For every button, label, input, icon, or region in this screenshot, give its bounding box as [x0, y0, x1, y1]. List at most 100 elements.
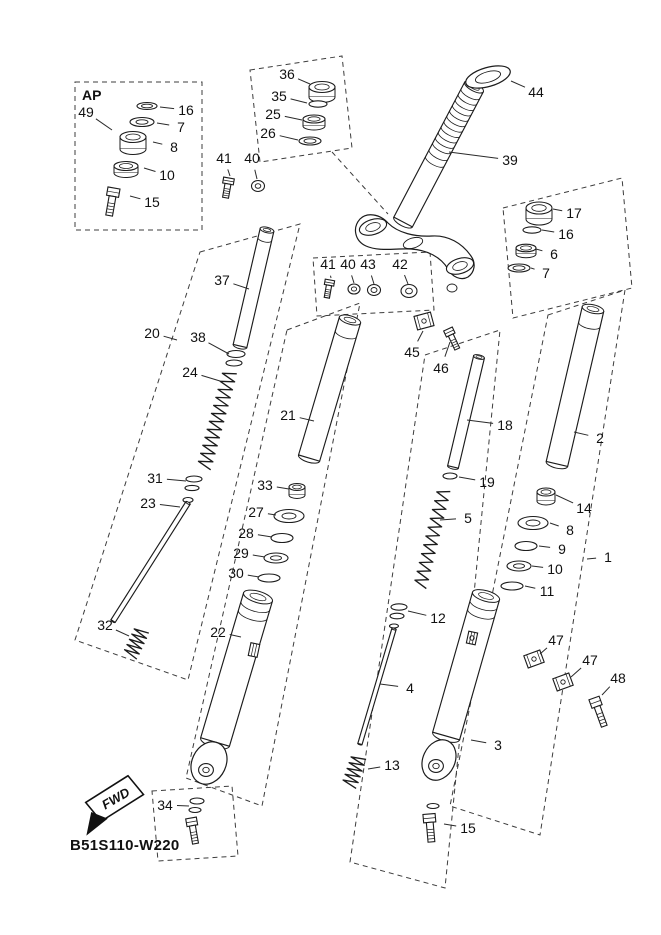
part-callout-36-27: 27: [248, 504, 264, 520]
part-42-stopper: [400, 283, 418, 299]
right-cap-group-box: [502, 177, 633, 319]
fwd-arrow-icon: [86, 812, 108, 836]
part-callout-53-3: 3: [494, 737, 502, 753]
part-callout-41-29: 29: [233, 545, 249, 561]
callout-leader-28-21: [299, 417, 315, 422]
callout-leader-46-12: [407, 610, 427, 616]
part-40-washer-a: [250, 179, 266, 193]
part-callout-51-48: 48: [610, 670, 626, 686]
callout-leader-55-34: [176, 805, 190, 807]
part-triple-clamp: [354, 214, 475, 293]
part-callout-42-1: 1: [604, 549, 612, 565]
callout-leader-5-15: [129, 195, 141, 200]
part-callout-23-20: 20: [144, 325, 160, 341]
fwd-badge: FWD: [84, 774, 145, 836]
callout-leader-22-37: [233, 283, 250, 290]
part-46-bolt: [442, 326, 461, 351]
callout-leader-40-9: [538, 545, 551, 548]
part-callout-56-15: 15: [460, 820, 476, 836]
part-callout-48-22: 22: [210, 624, 226, 640]
callout-leader-8-25: [284, 115, 303, 121]
part-callout-40-9: 9: [558, 541, 566, 557]
callout-leader-42-1: [586, 557, 597, 560]
callout-leader-43-10: [531, 565, 544, 568]
part-27-seal: [273, 508, 305, 524]
part-callout-32-19: 19: [479, 474, 495, 490]
part-19-ring: [442, 472, 458, 480]
part-3-tab: [465, 630, 479, 646]
part-callout-26-45: 45: [404, 344, 420, 360]
part-callout-30-2: 2: [596, 430, 604, 446]
part-callout-15-40: 40: [340, 256, 356, 272]
callout-leader-48-22: [229, 634, 242, 638]
part-12-ring-b: [389, 612, 405, 620]
part-23-rod: [110, 500, 191, 624]
part-callout-27-46: 46: [433, 360, 449, 376]
part-callout-55-34: 34: [157, 797, 173, 813]
callout-leader-16-43: [370, 275, 375, 285]
part-callout-7-35: 35: [271, 88, 287, 104]
part-35-oring: [308, 100, 328, 108]
part-31-ring-a: [185, 475, 203, 483]
part-8-seal: [517, 515, 549, 531]
left-fork-group-box: [74, 223, 301, 681]
part-25-seat: [302, 114, 326, 131]
part-callout-44-30: 30: [228, 565, 244, 581]
ap-label: AP: [82, 87, 101, 103]
part-callout-20-6: 6: [550, 246, 558, 262]
callout-leader-32-19: [458, 476, 476, 481]
callout-leader-18-17: [552, 208, 563, 212]
parts-artwork: [105, 65, 608, 845]
callout-leader-30-2: [573, 431, 589, 436]
part-callout-50-47: 47: [582, 652, 598, 668]
part-40-washer-b: [347, 283, 361, 295]
callout-leader-9-26: [279, 135, 299, 141]
callout-leader-0-49: [95, 118, 113, 131]
callout-leader-50-47: [570, 667, 582, 678]
callout-leader-1-16: [159, 106, 175, 110]
part-4-rod-top: [388, 623, 400, 629]
part-callout-34-23: 23: [140, 495, 156, 511]
part-22-leg-foot: [190, 741, 228, 785]
part-callout-24-38: 38: [190, 329, 206, 345]
callout-leader-39-28: [257, 534, 273, 538]
part-11-ring: [500, 581, 524, 591]
callout-leader-52-4: [379, 683, 399, 687]
part-callout-13-40: 40: [244, 150, 260, 166]
part-21-tube: [297, 314, 362, 464]
callout-leader-25-24: [201, 374, 221, 382]
part-22-leg-barrel: [199, 589, 274, 750]
part-callout-25-24: 24: [182, 364, 198, 380]
callout-leader-23-20: [163, 335, 178, 341]
callout-leader-51-48: [601, 686, 611, 696]
callout-leader-26-45: [417, 330, 424, 342]
callout-leader-12-41: [227, 169, 231, 177]
callout-leader-29-18: [466, 419, 494, 424]
callout-leader-10-44: [510, 80, 526, 88]
part-callout-49-47: 47: [548, 632, 564, 648]
callout-leader-36-27: [267, 513, 277, 516]
part-2-tube: [545, 303, 605, 470]
part-callout-31-31: 31: [147, 470, 163, 486]
part-3-leg-barrel: [431, 589, 501, 743]
part-43-washer: [366, 283, 382, 297]
part-12-ring-a: [390, 603, 408, 611]
part-4-rod: [357, 627, 397, 746]
part-5-spring: [414, 490, 451, 590]
part-callout-2-7: 7: [177, 119, 185, 135]
part-31-ring-b: [184, 484, 200, 492]
callout-leader-31-31: [166, 478, 187, 482]
part-callout-45-11: 11: [540, 583, 555, 599]
callout-leader-2-7: [156, 122, 170, 126]
part-callout-39-28: 28: [238, 525, 254, 541]
callout-leader-33-33: [276, 486, 290, 490]
part-41-bolt-b: [323, 278, 336, 299]
callout-leader-6-36: [297, 78, 311, 85]
cap-group-leader: [331, 151, 389, 215]
part-9-ring: [514, 540, 538, 552]
part-47-clamp-a: [523, 649, 545, 669]
callout-leader-47-32: [115, 629, 130, 637]
